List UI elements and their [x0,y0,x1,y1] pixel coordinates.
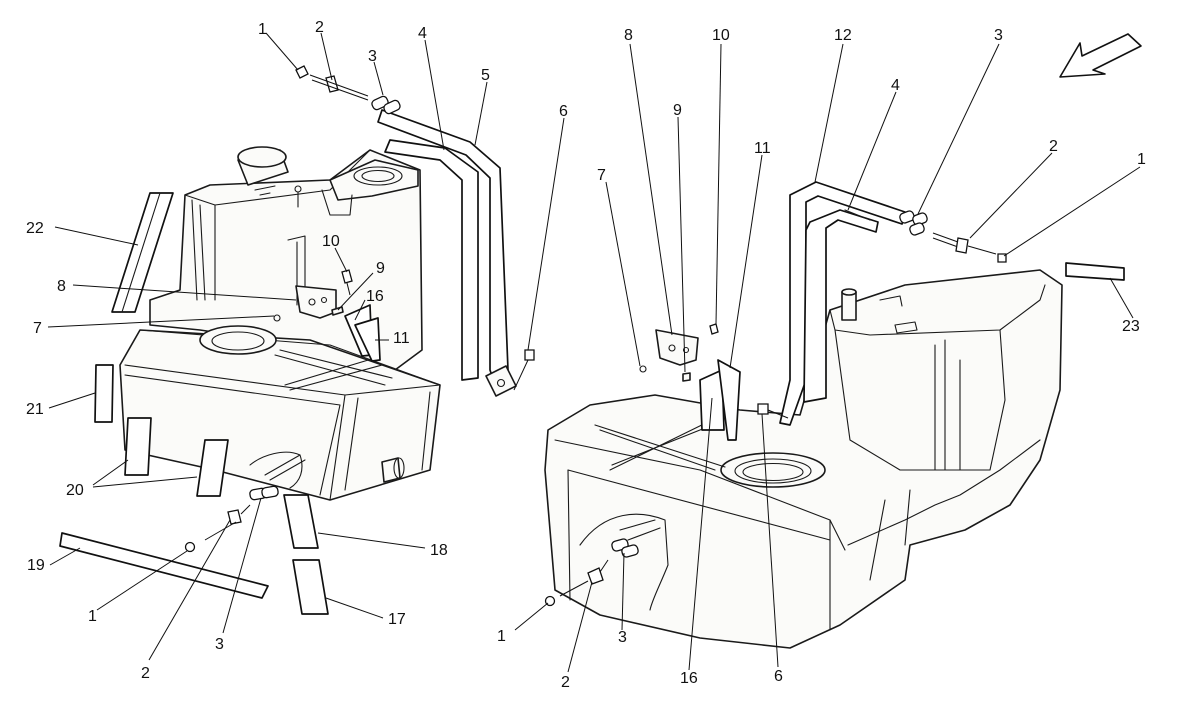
left-lower-tank [119,325,441,501]
callouts-right: 8 10 12 3 4 9 2 11 1 7 23 1 3 2 16 6 [497,27,1146,691]
callout-left-20: 20 [66,482,84,499]
bolt-set-bottom-left [184,485,279,553]
pad-21 [94,364,114,423]
callout-right-8: 8 [624,27,633,44]
callout-left-2-bottom: 2 [141,665,150,682]
strap-4-left [384,139,479,381]
callout-left-21: 21 [26,401,44,418]
callouts-left: 1 2 3 4 5 6 22 10 9 8 16 7 11 21 20 18 1… [26,19,568,682]
callout-left-1-top: 1 [258,21,267,38]
bolt-set-top-right [899,210,1007,263]
callout-left-5: 5 [481,67,490,84]
pad-22 [111,192,174,313]
pad-20a [124,417,152,476]
callout-right-1-top: 1 [1137,151,1146,168]
bolt-set-top-left [295,65,401,115]
pad-18 [283,494,319,549]
leaders-left [47,32,565,661]
callout-left-18: 18 [430,542,448,559]
bracket-group-left [273,269,381,362]
bolt-6-left [513,349,535,391]
callout-left-6: 6 [559,103,568,120]
callout-left-11: 11 [393,330,410,347]
callout-left-7: 7 [33,320,42,337]
callout-right-1-bottom: 1 [497,628,506,645]
callout-left-1-bottom: 1 [88,608,97,625]
callout-left-19: 19 [27,557,45,574]
callout-right-16: 16 [680,670,698,687]
left-assembly: 1 2 3 4 5 6 22 10 9 8 16 7 11 21 20 18 1… [26,19,568,682]
callout-left-4: 4 [418,25,427,42]
right-assembly: 8 10 12 3 4 9 2 11 1 7 23 1 3 2 16 6 [497,27,1146,691]
callout-right-2-bottom: 2 [561,674,570,691]
callout-right-9: 9 [673,102,682,119]
callout-right-11: 11 [754,140,771,157]
callout-left-9: 9 [376,260,385,277]
leaders-right [514,43,1141,673]
callout-right-3-top: 3 [994,27,1003,44]
callout-right-6: 6 [774,668,783,685]
callout-right-12: 12 [834,27,852,44]
callout-left-8: 8 [57,278,66,295]
bracket-group-right [639,323,789,441]
callout-right-4: 4 [891,77,900,94]
callout-right-3-bottom: 3 [618,629,627,646]
callout-left-3-bottom: 3 [215,636,224,653]
bolt-set-bottom-right [544,538,639,607]
right-tank [544,269,1063,649]
callout-left-3-top: 3 [368,48,377,65]
callout-left-10: 10 [322,233,340,250]
callout-left-17: 17 [388,611,406,628]
callout-right-23: 23 [1122,318,1140,335]
callout-right-10: 10 [712,27,730,44]
callout-left-2-top: 2 [315,19,324,36]
callout-right-2-top: 2 [1049,138,1058,155]
callout-right-7: 7 [597,167,606,184]
pad-20b [196,439,229,497]
callout-left-22: 22 [26,220,44,237]
front-arrow-icon [1059,33,1142,78]
callout-left-16: 16 [366,288,384,305]
pad-23 [1065,262,1125,281]
pad-17 [292,559,329,615]
